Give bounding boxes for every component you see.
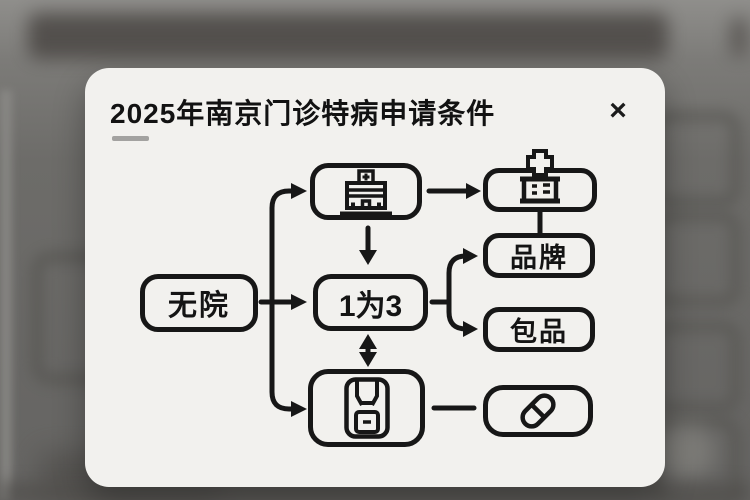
node-source: 无院 [140, 274, 258, 332]
backdrop-blob [0, 90, 12, 500]
node-hospital [310, 163, 422, 220]
node-package: 包品 [483, 307, 595, 352]
connector-source-branch [258, 183, 307, 417]
pill-capsule-icon [520, 393, 556, 429]
connector-hospital-kit [426, 183, 481, 199]
backdrop-blob [652, 112, 740, 206]
node-package-label: 包品 [510, 317, 568, 347]
node-records [308, 369, 425, 447]
node-ratio: 1为3 [313, 274, 428, 331]
modal-card: 2025年南京门诊特病申请条件 × [85, 68, 665, 487]
node-brand-label: 品牌 [510, 243, 568, 273]
node-brand: 品牌 [483, 233, 595, 278]
connector-hospital-ratio [359, 225, 377, 265]
hospital-building-icon [340, 168, 392, 215]
backdrop-blob [658, 424, 714, 480]
backdrop-blurred-close [731, 18, 747, 56]
page-title: 2025年南京门诊特病申请条件 [110, 98, 496, 129]
backdrop-blob [652, 212, 740, 306]
node-ratio-label: 1为3 [338, 289, 403, 323]
flowchart-connectors [258, 183, 543, 417]
connector-ratio-branch [429, 248, 478, 337]
flowchart: 无院 1为3 [85, 68, 665, 487]
title-underline [112, 136, 149, 141]
bag-icon [343, 377, 390, 439]
node-source-label: 无院 [167, 290, 230, 322]
node-pill [483, 385, 593, 437]
medical-kit-icon [520, 149, 560, 204]
connector-ratio-records [359, 334, 377, 367]
backdrop-blurred-title [28, 13, 668, 59]
close-button[interactable]: × [609, 94, 627, 127]
backdrop-blob [652, 322, 740, 412]
